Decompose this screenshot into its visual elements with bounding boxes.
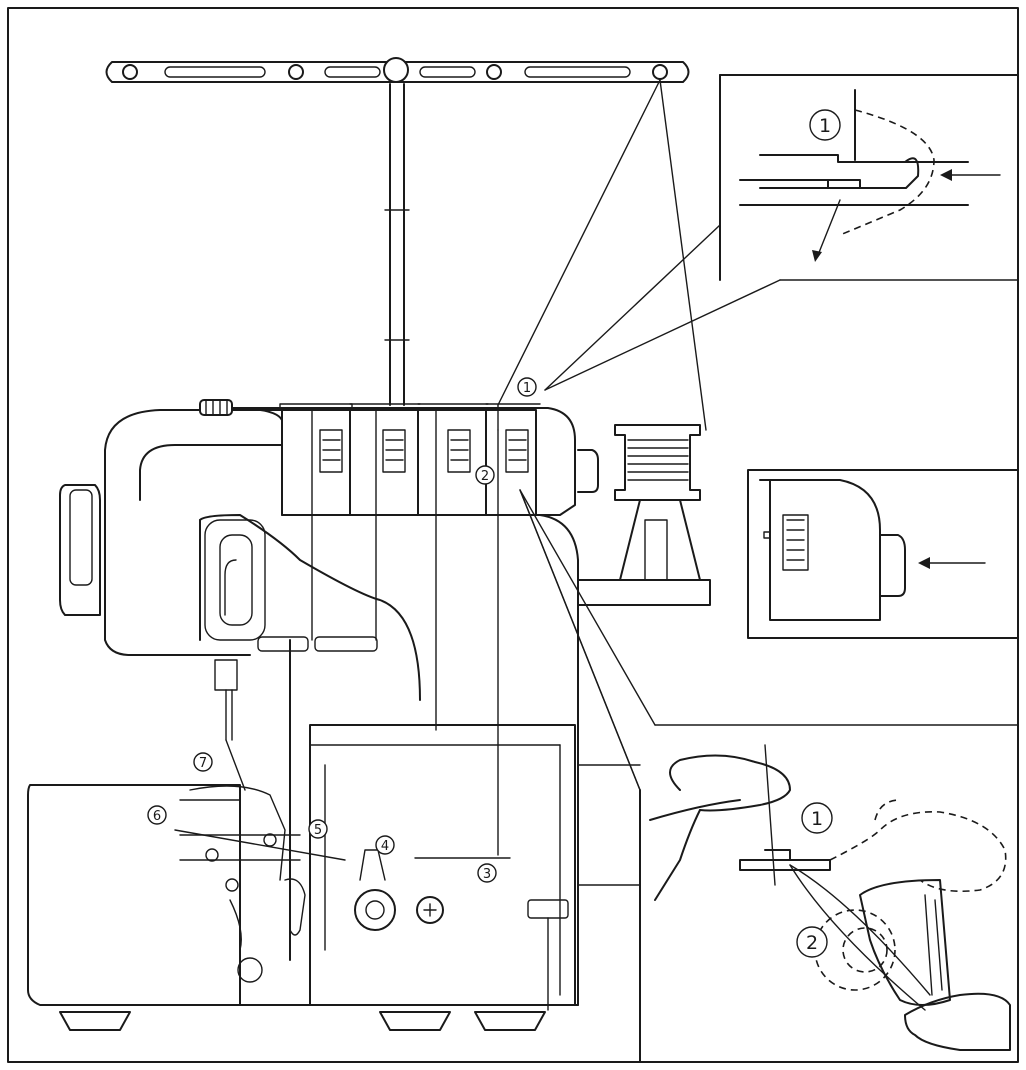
thread-guide-detail (719, 74, 1019, 281)
svg-text:2: 2 (806, 932, 818, 954)
marker-4: 4 (375, 835, 395, 855)
svg-text:5: 5 (314, 823, 322, 838)
svg-text:1: 1 (523, 381, 531, 396)
marker-6: 6 (147, 805, 167, 825)
svg-text:1: 1 (819, 115, 831, 137)
side-panel-detail (747, 469, 1019, 639)
marker-3: 3 (477, 863, 497, 883)
marker-2: 2 (475, 465, 495, 485)
svg-text:6: 6 (153, 809, 161, 824)
arrow-icon (918, 557, 930, 569)
svg-text:7: 7 (199, 756, 207, 771)
detail-bottom-marker-2: 2 (796, 926, 828, 958)
detail-top-marker-1: 1 (809, 109, 841, 141)
marker-7: 7 (193, 752, 213, 772)
detail-bottom-marker-1: 1 (801, 802, 833, 834)
callout-lines-top (544, 224, 1019, 391)
svg-text:1: 1 (811, 808, 823, 830)
callout-lines-bottom (519, 489, 1019, 1063)
marker-5: 5 (308, 819, 328, 839)
hand-threading-detail (649, 744, 1011, 1051)
thread-stand (105, 57, 690, 406)
outer-frame (7, 7, 1019, 1063)
thread-spool (577, 424, 711, 606)
thread-paths (497, 79, 707, 431)
tension-dials (279, 403, 541, 516)
svg-text:4: 4 (381, 839, 389, 854)
arrow-icon (940, 169, 952, 181)
marker-1: 1 (517, 377, 537, 397)
svg-text:3: 3 (483, 867, 491, 882)
svg-text:2: 2 (481, 469, 489, 484)
serger-body (27, 399, 579, 1031)
